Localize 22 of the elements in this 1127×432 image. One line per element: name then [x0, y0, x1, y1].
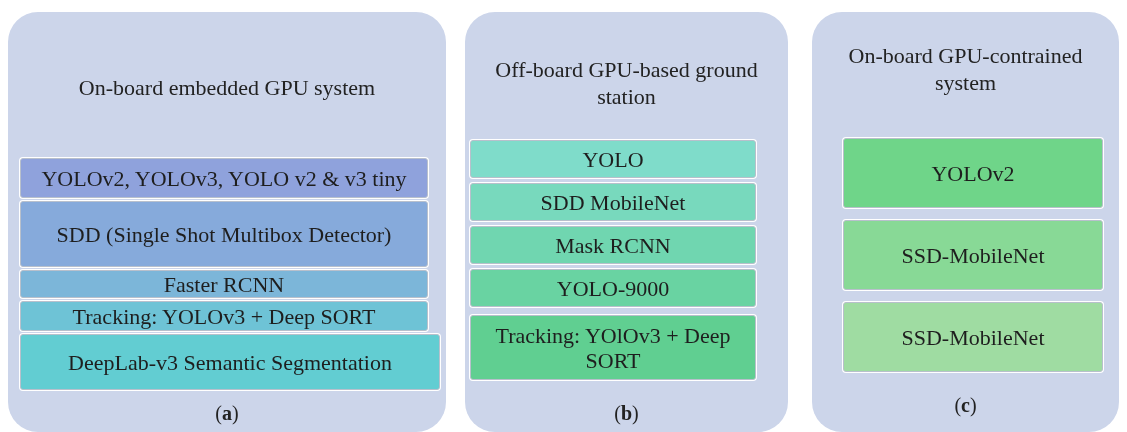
method-box: SDD MobileNet: [470, 183, 756, 221]
method-box: DeepLab-v3 Semantic Segmentation: [20, 334, 440, 390]
panel-background: [812, 12, 1119, 432]
method-box: SSD-MobileNet: [843, 302, 1103, 372]
method-box: YOLOv2, YOLOv3, YOLO v2 & v3 tiny: [20, 158, 428, 198]
panel-label: (a): [215, 402, 239, 425]
method-box: YOLOv2: [843, 138, 1103, 208]
method-box: Tracking: YOlOv3 + Deep SORT: [470, 315, 756, 380]
method-box: Mask RCNN: [470, 226, 756, 264]
panel-label: (b): [614, 402, 639, 425]
panel-label: (c): [954, 394, 977, 417]
method-box: SDD (Single Shot Multibox Detector): [20, 201, 428, 267]
panel-title: On-board embedded GPU system: [77, 74, 377, 101]
panel-background: [8, 12, 446, 432]
method-box: SSD-MobileNet: [843, 220, 1103, 290]
method-box: YOLO-9000: [470, 269, 756, 307]
panel-background: [465, 12, 788, 432]
panel-title: Off-board GPU-based ground station: [494, 56, 759, 110]
panel-title: On-board GPU-contrained system: [847, 42, 1084, 96]
method-box: YOLO: [470, 140, 756, 178]
method-box: Faster RCNN: [20, 270, 428, 298]
method-box: Tracking: YOLOv3 + Deep SORT: [20, 301, 428, 331]
